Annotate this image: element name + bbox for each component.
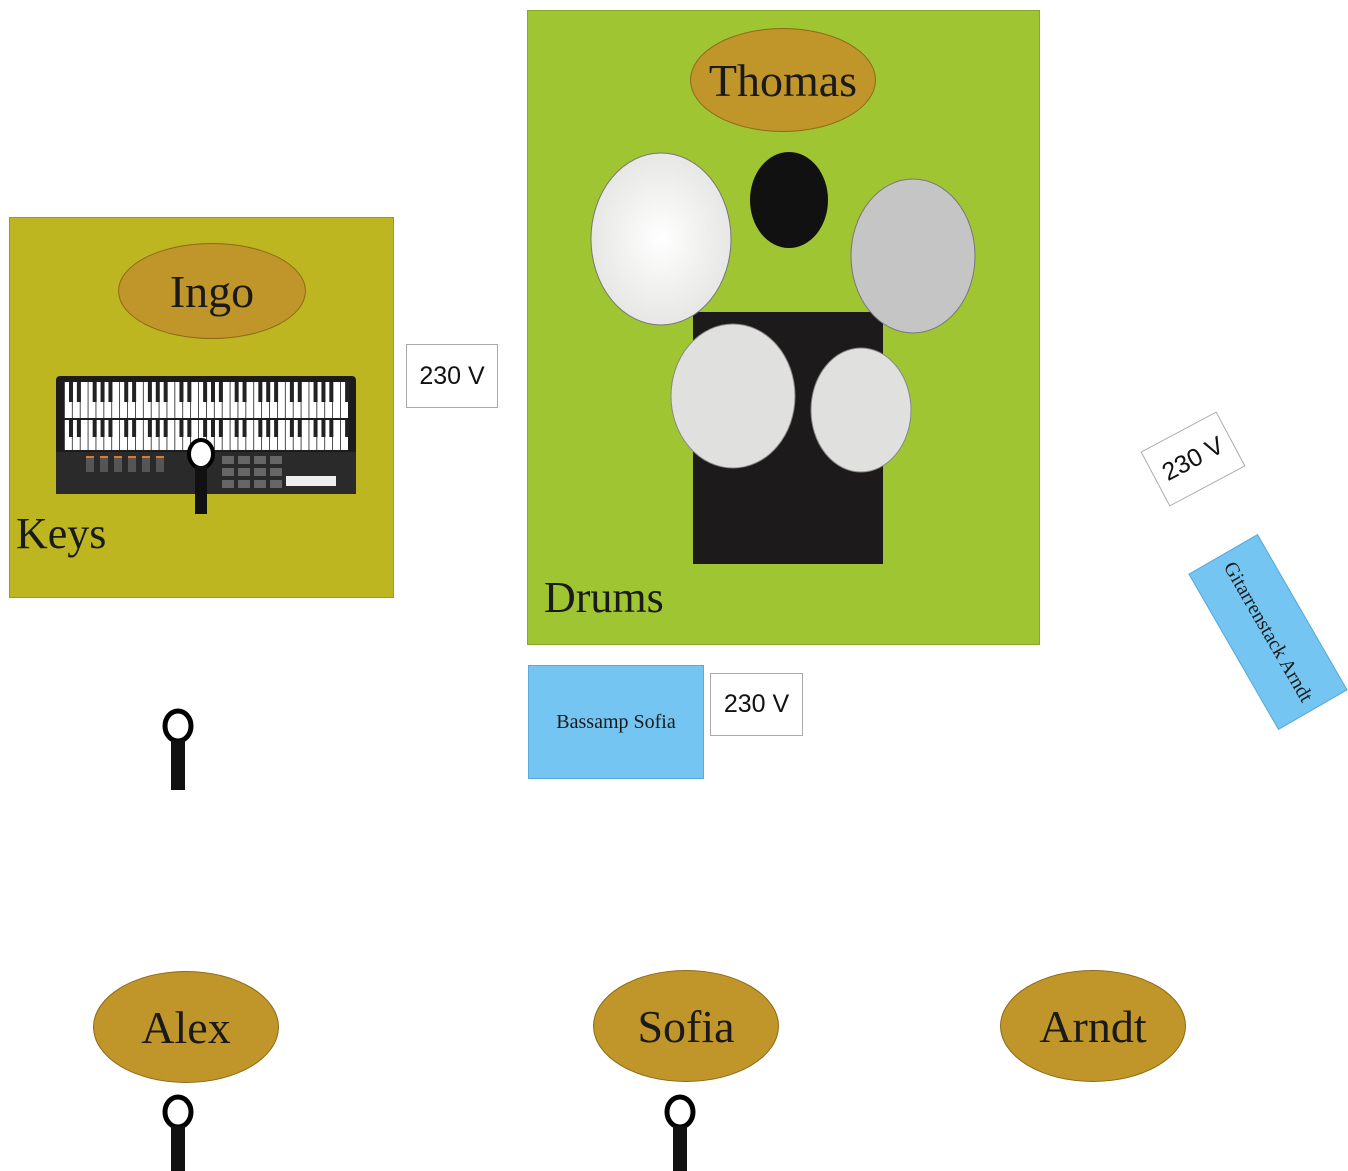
microphone-icon — [187, 438, 215, 514]
power-outlet: 230 V — [406, 344, 498, 408]
drum-kit-icon — [590, 152, 976, 564]
microphone-icon — [162, 1094, 194, 1171]
guitar-stack: Gitarrenstack Arndt — [1188, 534, 1348, 730]
power-outlet: 230 V — [1140, 411, 1246, 507]
bass-amp: Bassamp Sofia — [528, 665, 704, 779]
microphone-icon — [664, 1094, 696, 1171]
person-sofia: Sofia — [593, 970, 779, 1082]
person-thomas: Thomas — [690, 28, 876, 132]
drums-label: Drums — [544, 573, 664, 622]
microphone-icon — [162, 708, 194, 790]
keyboard-icon — [56, 376, 356, 494]
person-arndt: Arndt — [1000, 970, 1186, 1082]
power-outlet: 230 V — [710, 673, 803, 736]
keys-label: Keys — [16, 509, 107, 558]
person-ingo: Ingo — [118, 243, 306, 339]
person-alex: Alex — [93, 971, 279, 1083]
